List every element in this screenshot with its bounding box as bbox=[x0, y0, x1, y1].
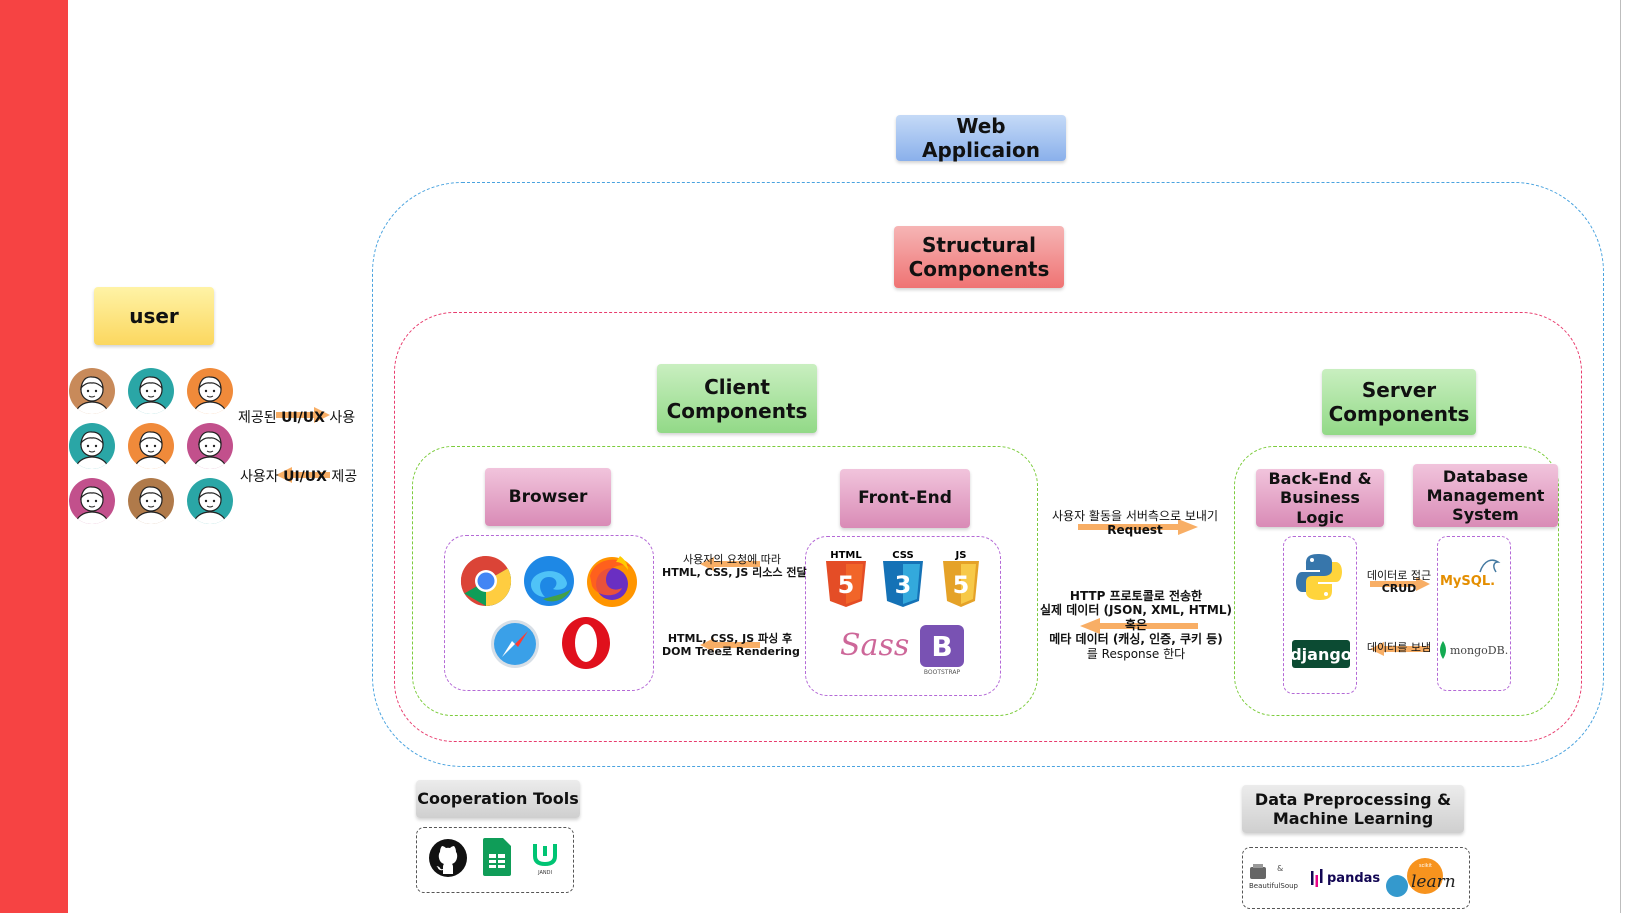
provide-uiux-note: 사용자 UI/UX 제공 bbox=[240, 469, 358, 485]
arrow-resources bbox=[700, 557, 760, 571]
user-avatar bbox=[187, 423, 233, 469]
right-edge-line bbox=[1620, 0, 1621, 913]
structural-container bbox=[394, 312, 1582, 742]
data-access-note: 데이터로 접근 CRUD bbox=[1366, 569, 1432, 596]
frontend-icons-box bbox=[805, 536, 1001, 696]
user-avatar bbox=[128, 423, 174, 469]
left-red-bar bbox=[0, 0, 68, 913]
mysql-icon: MySQL. bbox=[1440, 556, 1506, 592]
beautifulsoup-icon: & BeautifulSoup bbox=[1249, 864, 1298, 890]
arrow-rendering bbox=[700, 638, 760, 652]
arrow-crud bbox=[1370, 577, 1430, 591]
server-container bbox=[1234, 446, 1559, 716]
user-title: user bbox=[94, 287, 214, 345]
scikit-learn-icon: scikit learn bbox=[1385, 858, 1456, 898]
user-avatar bbox=[187, 368, 233, 414]
send-data-note: 데이터를 보냄 bbox=[1366, 641, 1432, 654]
python-icon bbox=[1296, 554, 1342, 600]
user-avatar bbox=[69, 423, 115, 469]
cooperation-tools-title: Cooperation Tools bbox=[416, 780, 580, 818]
css3-icon: CSS 3 bbox=[877, 550, 929, 610]
browser-title: Browser bbox=[485, 468, 611, 526]
browser-icons-box bbox=[444, 535, 654, 691]
mongodb-icon: mongoDB. bbox=[1438, 640, 1510, 660]
user-avatar bbox=[69, 478, 115, 524]
user-avatar bbox=[187, 478, 233, 524]
data-ml-title: Data Preprocessing & Machine Learning bbox=[1242, 785, 1464, 833]
jandi-icon: JANDI bbox=[528, 842, 562, 878]
rendering-note: HTML, CSS, JS 파싱 후 DOM Tree로 Rendering bbox=[662, 632, 800, 659]
user-avatar bbox=[128, 478, 174, 524]
user-avatar bbox=[128, 368, 174, 414]
server-components-title: Server Components bbox=[1322, 369, 1476, 435]
bootstrap-icon: B BOOTSTRAP bbox=[915, 625, 969, 677]
arrow-response bbox=[1080, 618, 1198, 634]
data-ml-box bbox=[1242, 847, 1470, 909]
svg-text:5: 5 bbox=[838, 571, 855, 599]
user-avatar bbox=[69, 368, 115, 414]
arrow-send-data bbox=[1370, 642, 1430, 656]
structural-components-title: Structural Components bbox=[894, 226, 1064, 288]
resource-delivery-note: 사용자의 요청에 따라 HTML, CSS, JS 리소스 전달 bbox=[662, 553, 807, 580]
edge-icon bbox=[524, 556, 574, 606]
svg-text:5: 5 bbox=[953, 571, 970, 599]
request-note: 사용자 활동을 서버측으로 보내기 Request bbox=[1051, 509, 1218, 538]
js-icon: JS 5 bbox=[935, 550, 987, 610]
web-application-title: Web Applicaion bbox=[896, 114, 1066, 162]
firefox-icon bbox=[587, 556, 637, 607]
dbms-title: Database Management System bbox=[1413, 464, 1558, 527]
svg-text:3: 3 bbox=[895, 571, 912, 599]
client-container bbox=[412, 446, 1038, 716]
arrow-request bbox=[1078, 519, 1198, 535]
client-components-title: Client Components bbox=[657, 364, 817, 433]
arrow-to-user bbox=[276, 407, 330, 423]
backend-icons-box bbox=[1283, 536, 1357, 694]
dbms-icons-box bbox=[1437, 536, 1511, 691]
arrow-from-app bbox=[276, 467, 330, 483]
response-note: HTTP 프로토콜로 전송한 실제 데이터 (JSON, XML, HTML) … bbox=[1039, 589, 1232, 661]
web-application-container bbox=[372, 182, 1604, 767]
chrome-icon bbox=[460, 555, 512, 607]
frontend-title: Front-End bbox=[840, 469, 970, 528]
pandas-icon: pandas bbox=[1311, 868, 1385, 888]
google-sheets-icon bbox=[483, 838, 511, 876]
safari-icon bbox=[491, 620, 539, 668]
opera-icon bbox=[562, 617, 610, 669]
sass-icon: Sass bbox=[840, 628, 910, 663]
use-uiux-note: 제공된 UI/UX 사용 bbox=[238, 410, 356, 426]
html5-icon: HTML 5 bbox=[820, 550, 872, 610]
backend-title: Back-End & Business Logic bbox=[1256, 469, 1384, 527]
github-icon bbox=[429, 839, 467, 877]
cooperation-tools-box bbox=[416, 827, 574, 893]
django-icon: django bbox=[1290, 640, 1352, 668]
